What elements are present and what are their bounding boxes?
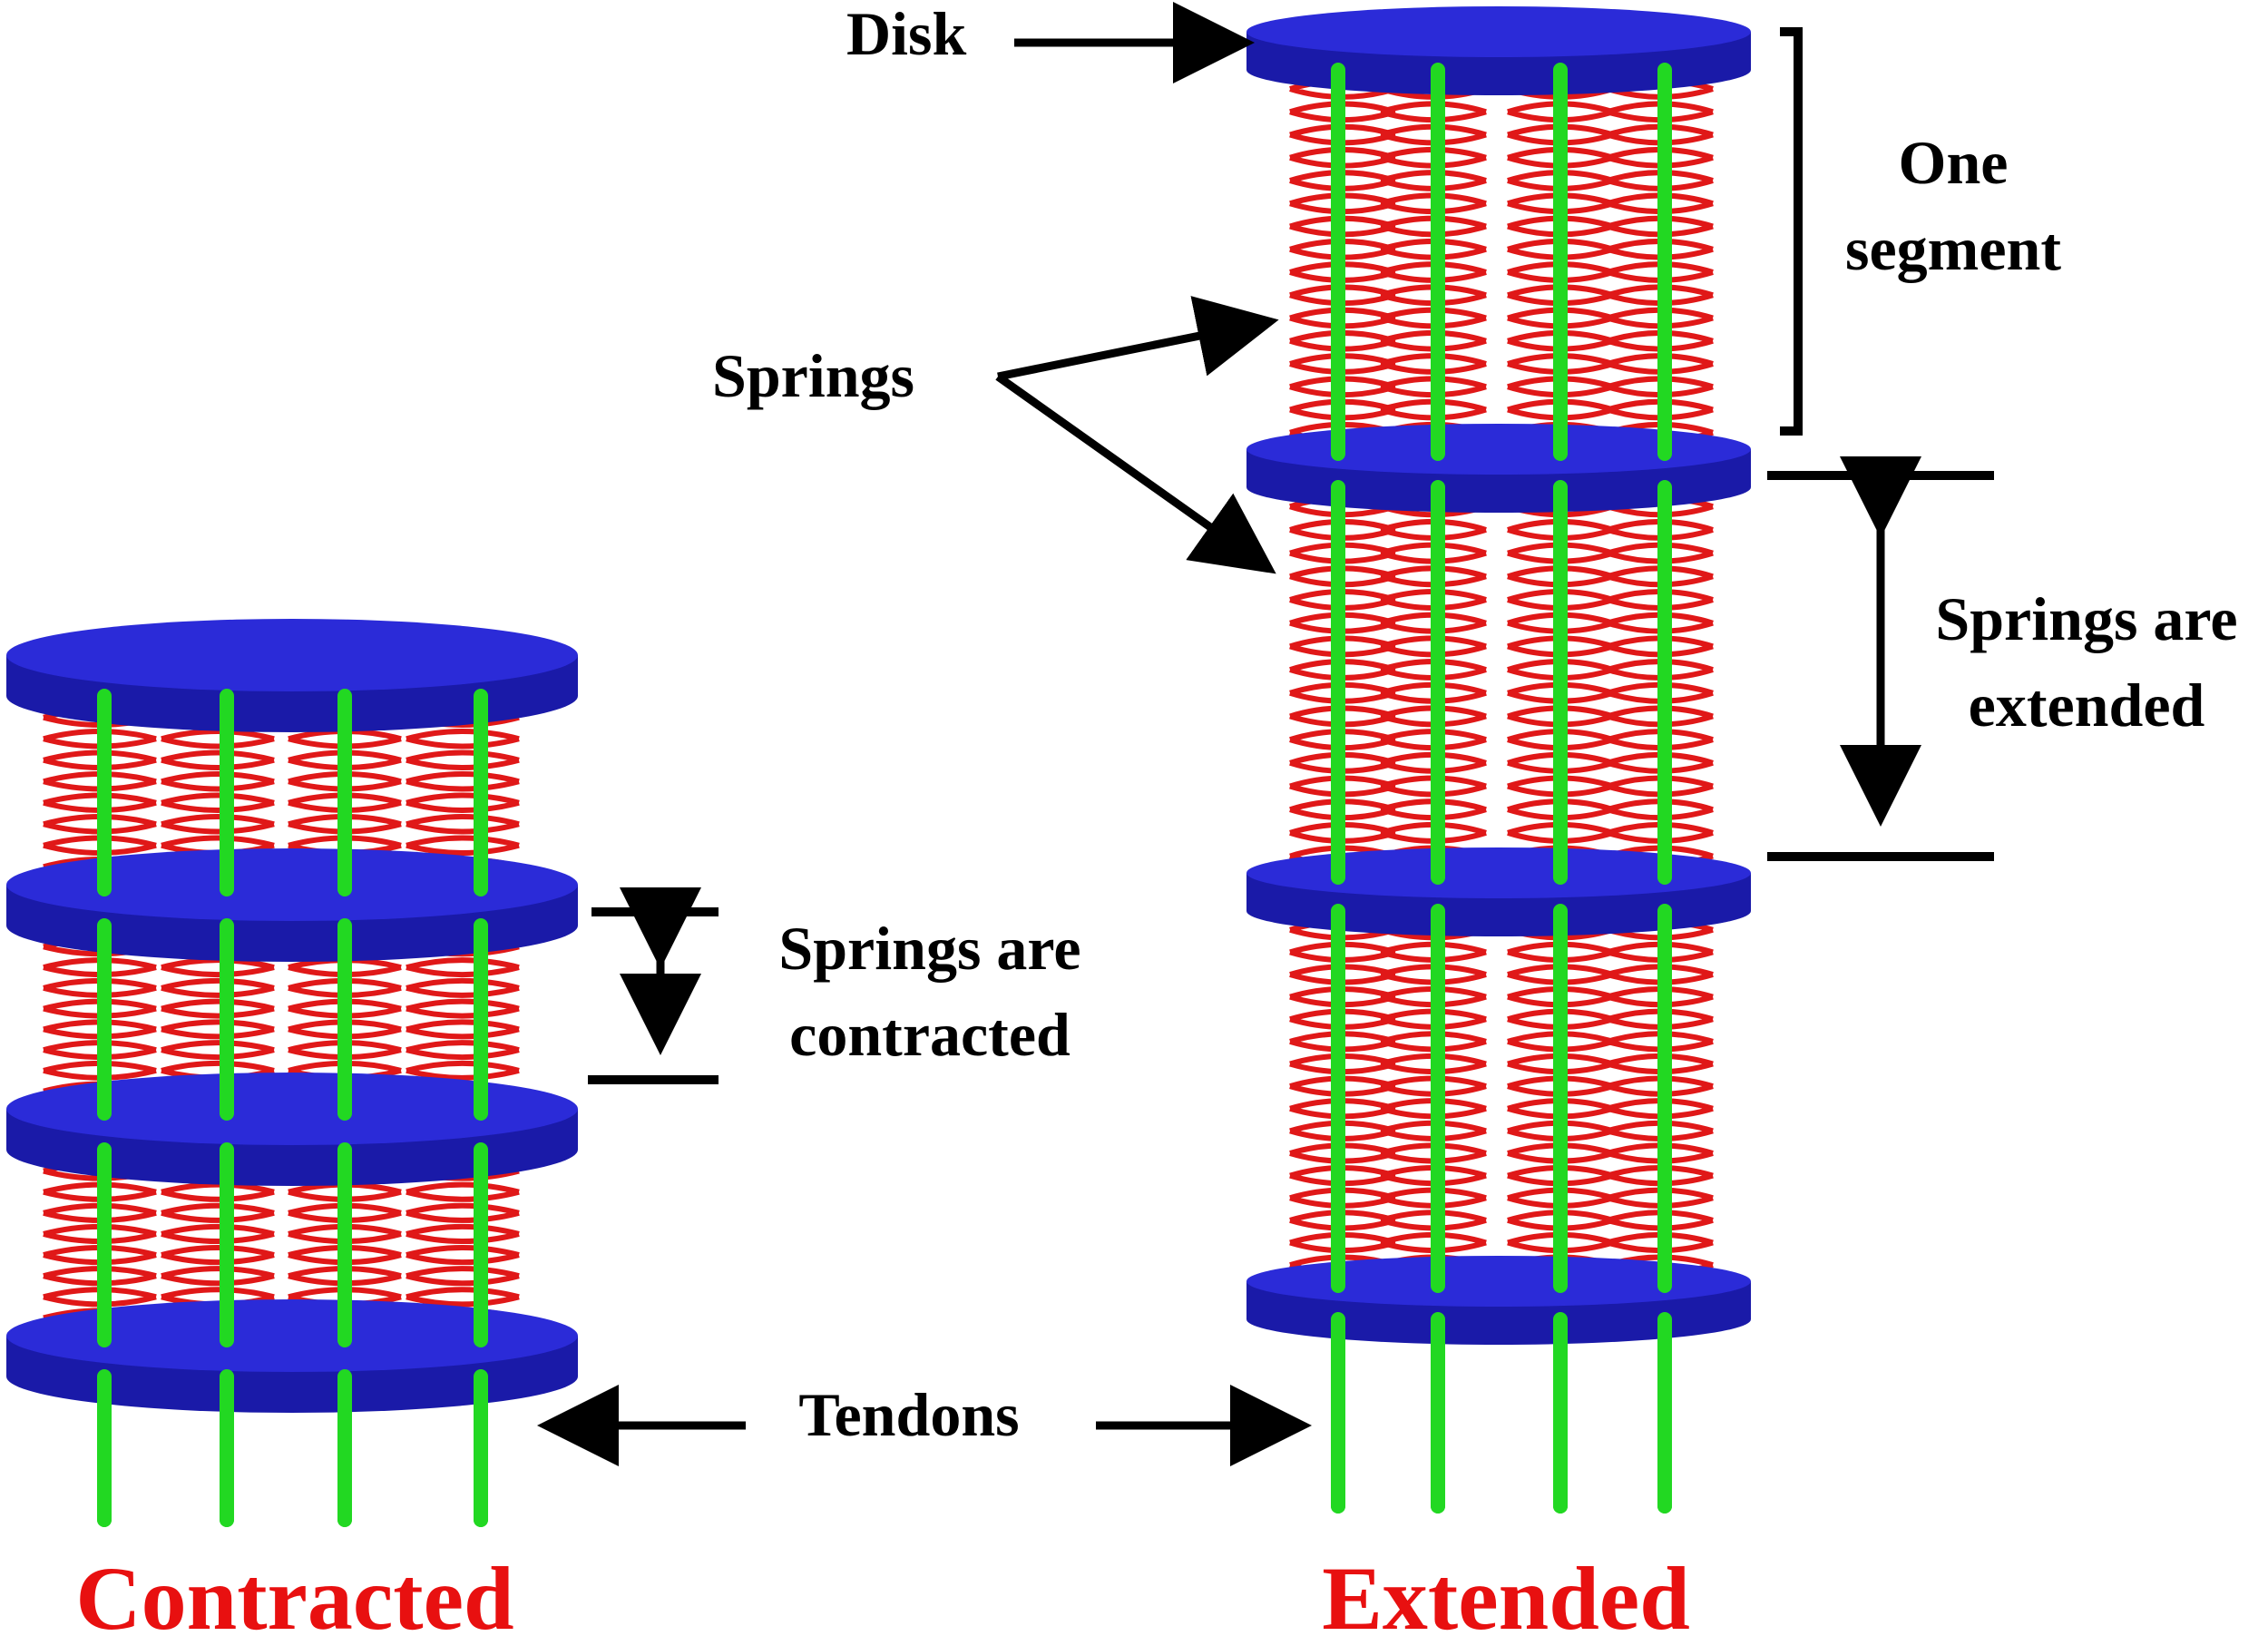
one-segment-label-line2: segment <box>1845 214 2061 283</box>
disk <box>6 1073 578 1186</box>
annotations <box>537 2 1994 1466</box>
springs-arrow-upper <box>997 296 1279 381</box>
disk-top <box>1246 1256 1751 1307</box>
spring <box>406 936 520 1102</box>
springs-label: Springs <box>712 341 914 410</box>
disk-top <box>1246 424 1751 475</box>
extended-structure <box>1246 6 1751 1514</box>
one-segment-label-line1: One <box>1899 128 2009 197</box>
disk <box>6 1299 578 1413</box>
segment-bracket <box>1780 27 1803 436</box>
springs-contracted-label-line2: contracted <box>789 1000 1070 1069</box>
disk <box>6 619 578 732</box>
extended-title: Extended <box>1322 1548 1690 1636</box>
springs-extended-label-line2: extended <box>1969 671 2205 740</box>
disk <box>1246 847 1751 936</box>
contracted-title: Contracted <box>75 1548 513 1636</box>
disk-label: Disk <box>846 0 966 68</box>
tendons-label: Tendons <box>798 1380 1019 1449</box>
spring <box>406 707 520 877</box>
disk <box>1246 1256 1751 1345</box>
disk-top <box>6 619 578 691</box>
disk-top <box>6 848 578 921</box>
springs-contracted-label-line1: Springs are <box>778 914 1080 983</box>
disk-top <box>1246 6 1751 57</box>
springs-arrow-lower <box>995 373 1276 574</box>
spring <box>406 1161 520 1328</box>
disk <box>1246 424 1751 513</box>
contracted-structure <box>6 619 578 1527</box>
disk <box>6 848 578 962</box>
springs-extended-label-line1: Springs are <box>1935 584 2237 653</box>
disk <box>1246 6 1751 95</box>
disk-top <box>6 1073 578 1145</box>
disk-top <box>6 1299 578 1372</box>
disk-top <box>1246 847 1751 898</box>
